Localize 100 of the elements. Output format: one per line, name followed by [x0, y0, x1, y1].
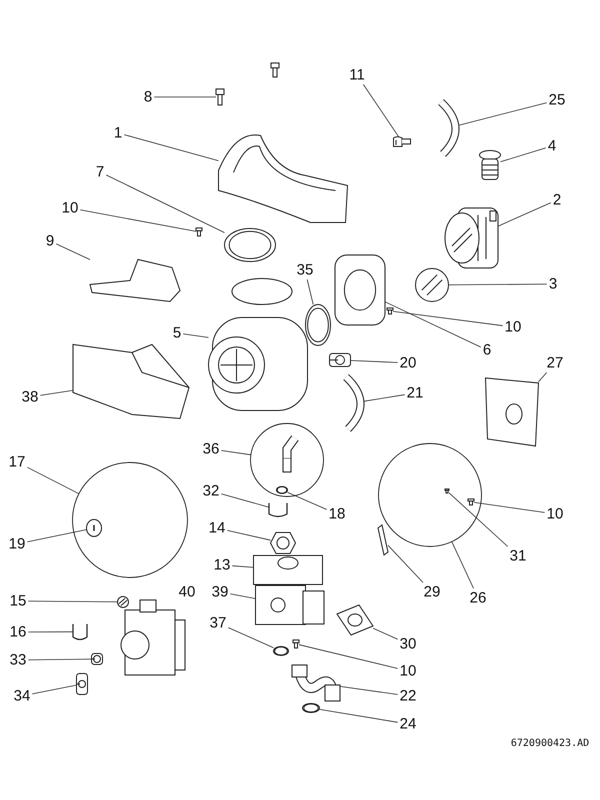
fitting-drawing	[329, 353, 351, 367]
detail-circle	[378, 443, 482, 547]
leader-line	[319, 709, 398, 723]
callout-number: 20	[400, 356, 416, 370]
leader-line	[306, 279, 314, 305]
leader-line	[26, 529, 87, 542]
leader-line	[474, 502, 546, 513]
callout-number: 37	[210, 616, 226, 630]
callout-number: 27	[546, 356, 564, 370]
screw-drawing	[292, 640, 300, 648]
fan-drawing	[208, 278, 308, 411]
leader-line	[498, 202, 552, 227]
plate-drawing	[484, 377, 540, 447]
leader-line	[384, 301, 482, 348]
cover-drawing	[218, 134, 348, 223]
leader-line	[28, 631, 74, 632]
gasket-drawing	[336, 604, 374, 636]
detail-circle	[72, 462, 188, 578]
bracket-drawing	[89, 258, 181, 302]
leader-line	[182, 334, 209, 338]
o-ring-drawing	[273, 646, 289, 656]
screw-drawing	[196, 228, 202, 236]
cap-drawing	[415, 268, 449, 302]
leader-line	[388, 544, 424, 583]
callout-number: 11	[349, 68, 365, 82]
callout-number: 19	[8, 536, 26, 552]
leader-line	[80, 210, 196, 232]
screw-drawing	[216, 88, 224, 106]
o-ring-drawing	[224, 228, 276, 262]
callout-number: 31	[510, 548, 526, 564]
callout-number: 39	[212, 584, 228, 600]
leader-line	[56, 244, 90, 260]
leader-line	[340, 686, 398, 695]
leader-line	[448, 492, 508, 547]
leader-line	[228, 627, 274, 648]
disc-drawing	[86, 519, 102, 537]
leader-line	[230, 594, 256, 599]
cap-drawing	[117, 596, 129, 608]
callout-number: 2	[552, 192, 562, 208]
callout-number: 8	[144, 90, 152, 104]
leader-line	[124, 134, 219, 162]
leader-line	[154, 96, 216, 98]
callout-number: 38	[22, 390, 38, 404]
leader-line	[287, 492, 328, 510]
clip-drawing	[393, 136, 411, 147]
leader-line	[32, 684, 77, 694]
callout-number: 26	[470, 590, 486, 606]
callout-number: 3	[548, 276, 558, 292]
o-ring-drawing	[305, 304, 331, 346]
leader-line	[28, 658, 92, 660]
elbow-drawing	[282, 435, 299, 472]
leader-line	[26, 466, 80, 494]
leader-line	[220, 450, 252, 456]
callout-number: 4	[548, 138, 556, 154]
callout-number: 16	[10, 624, 26, 640]
callout-number: 34	[14, 688, 30, 704]
callout-number: 10	[400, 664, 416, 678]
o-ring-drawing	[276, 486, 288, 494]
leader-line	[392, 311, 504, 326]
leader-line	[28, 600, 118, 602]
callout-number: 10	[546, 506, 564, 522]
callout-number: 1	[114, 126, 122, 140]
callout-number: 9	[46, 234, 54, 248]
callout-number: 13	[214, 558, 230, 572]
callout-number: 21	[406, 386, 424, 400]
callout-number: 7	[96, 164, 104, 180]
leader-line	[106, 174, 225, 233]
leader-line	[298, 644, 398, 669]
callout-number: 40	[178, 584, 196, 600]
pin-drawing	[377, 524, 389, 556]
callout-number: 35	[296, 262, 314, 278]
nut-drawing	[270, 532, 296, 554]
hood-drawing	[72, 344, 190, 420]
leader-line	[451, 541, 474, 589]
callout-number: 17	[8, 454, 26, 470]
leader-line	[448, 284, 548, 286]
callout-number: 14	[208, 520, 226, 536]
callout-number: 29	[424, 584, 440, 600]
callout-number: 10	[504, 320, 522, 334]
callout-number: 15	[10, 594, 26, 608]
detail-circle	[250, 423, 324, 497]
plug-drawing	[479, 150, 501, 180]
leader-line	[232, 565, 254, 568]
fitting-drawing	[76, 673, 88, 695]
screw-drawing	[468, 498, 474, 506]
leader-line	[372, 628, 398, 640]
screw-drawing	[386, 308, 394, 314]
callout-number: 18	[328, 506, 346, 522]
callout-number: 30	[400, 636, 416, 652]
callout-number: 10	[62, 200, 78, 216]
leader-line	[350, 360, 398, 363]
hose-drawing	[438, 99, 460, 157]
o-ring-drawing	[302, 703, 320, 713]
screw-drawing	[444, 488, 450, 494]
callout-number: 32	[202, 484, 220, 498]
clip-drawing	[268, 503, 288, 518]
leader-line	[40, 390, 74, 396]
flange-drawing	[334, 254, 386, 326]
valve-drawing	[255, 585, 324, 625]
pipe-drawing	[292, 664, 340, 702]
